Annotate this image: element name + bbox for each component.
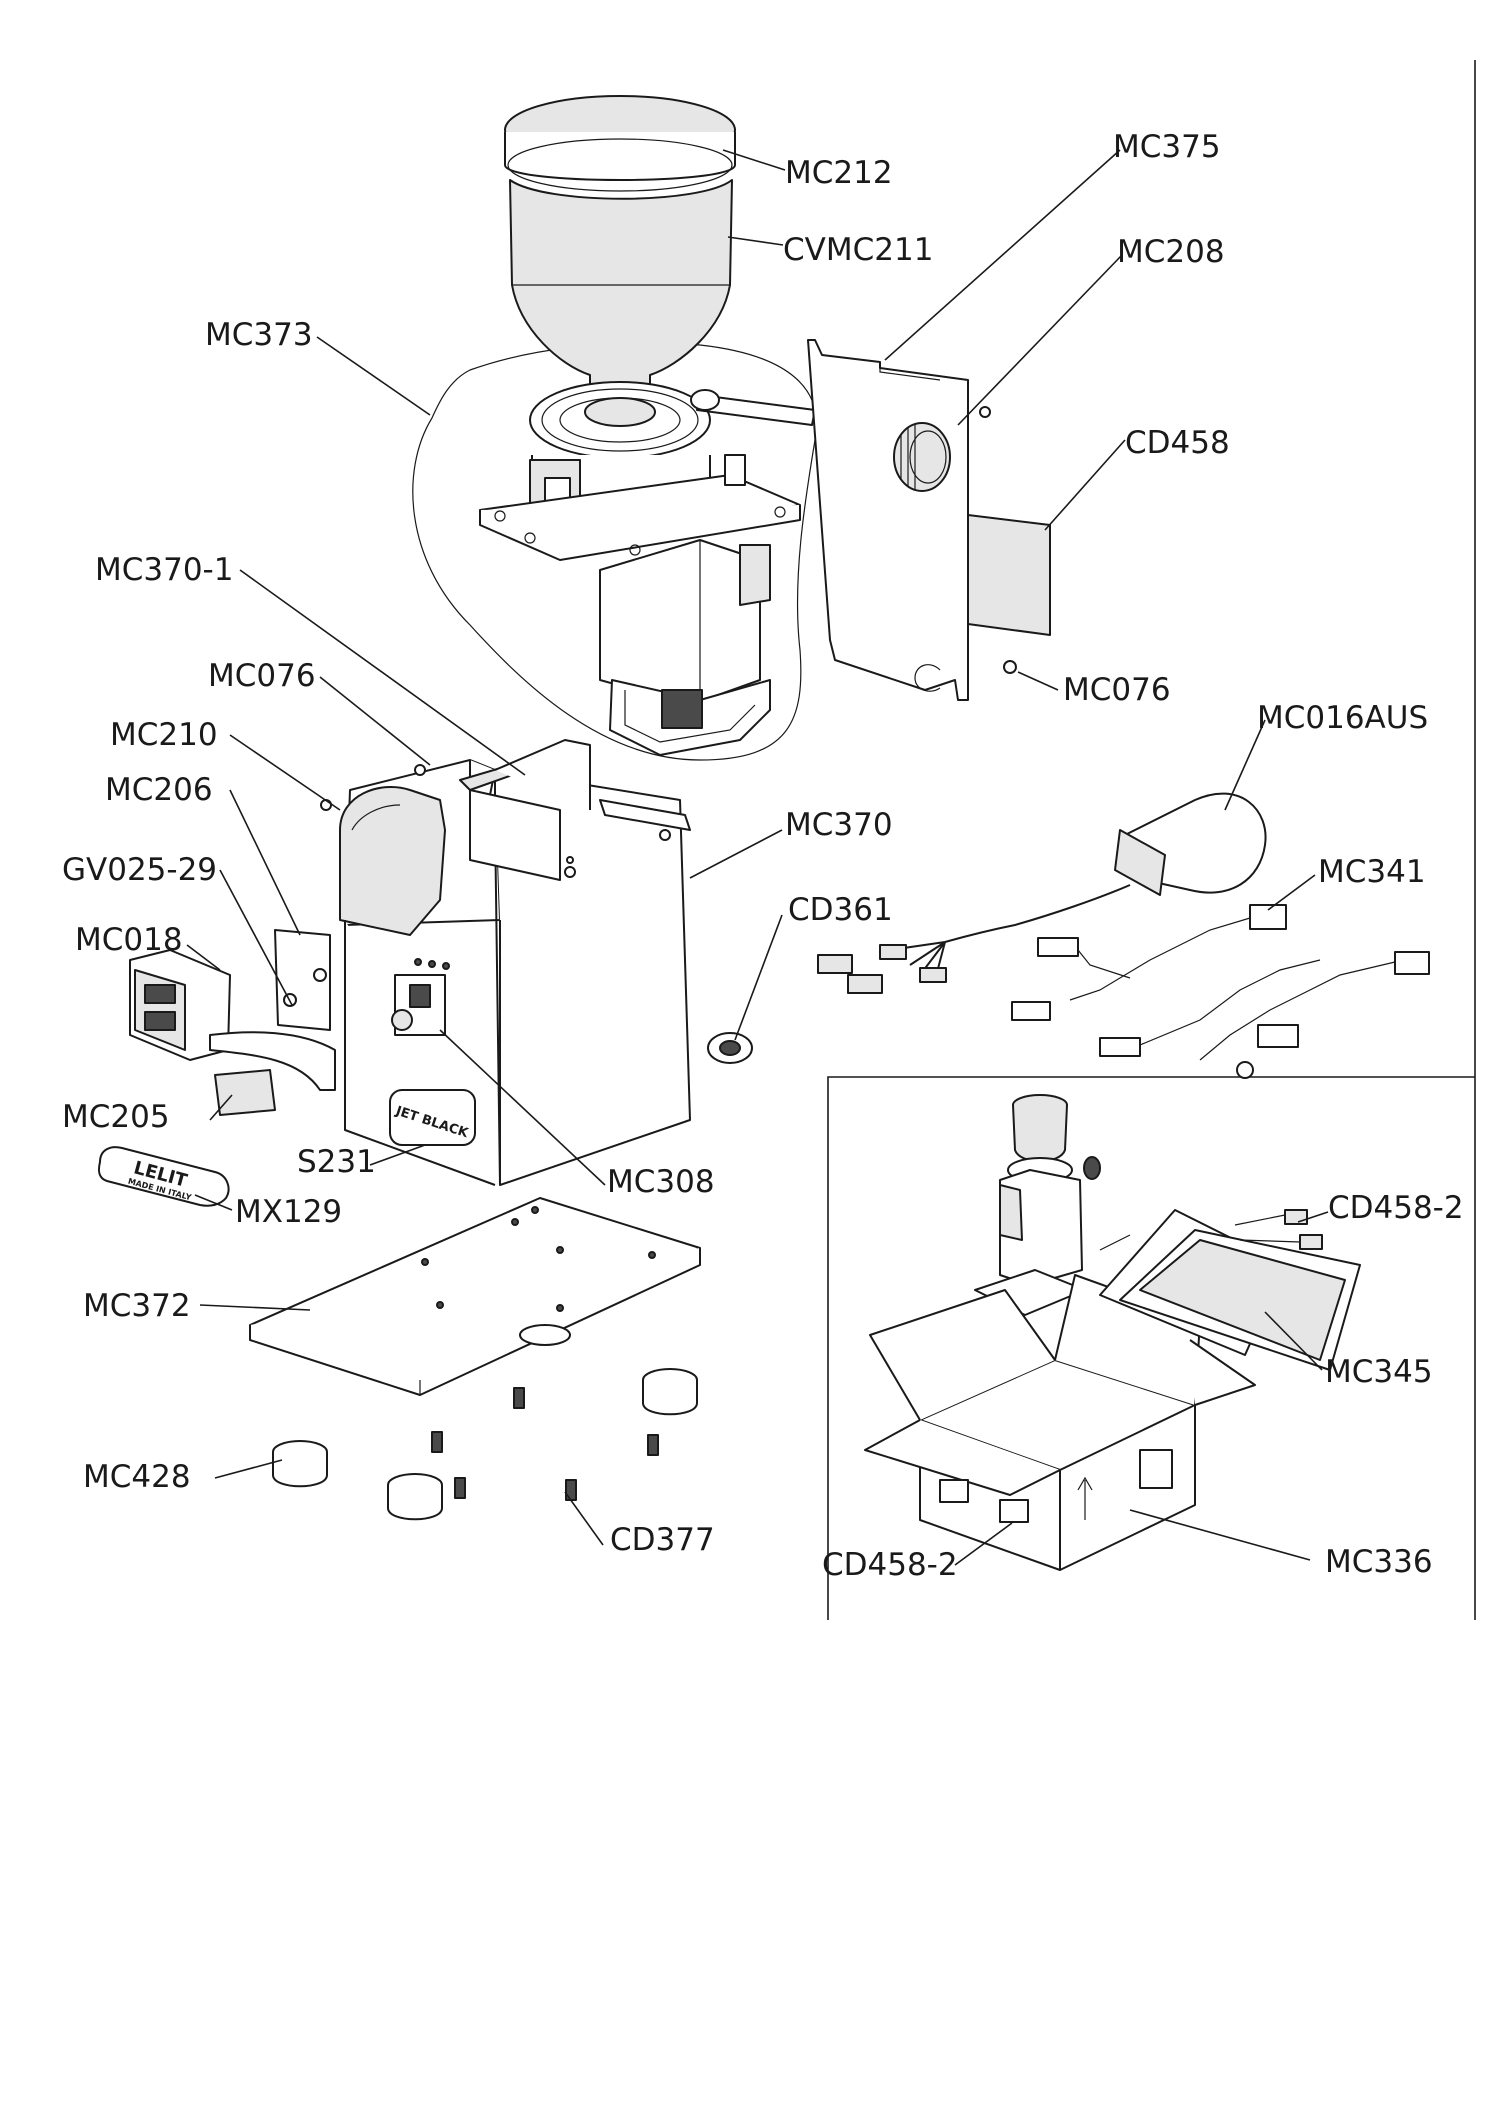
mc206-part-drawing	[209, 929, 336, 1091]
callout-mc076-top: MC076	[208, 658, 316, 694]
callout-mc076-right: MC076	[1063, 672, 1171, 708]
callout-cd377: CD377	[610, 1522, 715, 1558]
callout-mc208: MC208	[1117, 234, 1225, 270]
callout-mc016aus: MC016AUS	[1257, 700, 1428, 736]
housing-drawing	[320, 739, 691, 1186]
callout-mc370: MC370	[785, 807, 893, 843]
feet-drawing	[272, 1368, 698, 1521]
callout-mc341: MC341	[1318, 854, 1426, 890]
callout-mx129: MX129	[235, 1194, 342, 1230]
callout-mc210: MC210	[110, 717, 218, 753]
callout-mc373: MC373	[205, 317, 313, 353]
callout-mc336: MC336	[1325, 1544, 1433, 1580]
callout-mc428: MC428	[83, 1459, 191, 1495]
callout-mc375: MC375	[1113, 129, 1221, 165]
screws-drawing	[431, 1387, 659, 1501]
callout-gv025-29: GV025-29	[62, 852, 217, 888]
wiring-drawing	[707, 792, 1430, 1079]
callout-s231: S231	[297, 1144, 376, 1180]
callout-mc205: MC205	[62, 1099, 170, 1135]
mc205-part-drawing	[214, 1069, 276, 1116]
callout-mc018: MC018	[75, 922, 183, 958]
mc018-part-drawing	[129, 949, 231, 1061]
rear-panel-drawing	[807, 339, 1051, 701]
callout-mc372: MC372	[83, 1288, 191, 1324]
callout-cd458: CD458	[1125, 425, 1230, 461]
callout-mc308: MC308	[607, 1164, 715, 1200]
mx129-badge-drawing: LELIT MADE IN ITALY	[97, 1146, 230, 1207]
callout-mc370-1: MC370-1	[95, 552, 233, 588]
packaging-drawing	[864, 1094, 1361, 1571]
leader-lines	[186, 149, 1329, 1566]
callout-cd458-2-top: CD458-2	[1328, 1190, 1464, 1226]
callout-mc206: MC206	[105, 772, 213, 808]
callout-cd361: CD361	[788, 892, 893, 928]
callout-cd458-2-bottom: CD458-2	[822, 1547, 958, 1583]
callout-mc345: MC345	[1325, 1354, 1433, 1390]
base-plate-drawing	[249, 1197, 701, 1396]
grinder-assembly-drawing	[412, 95, 818, 761]
packaging-inset-frame	[827, 1076, 1475, 1620]
callout-mc212: MC212	[785, 155, 893, 191]
callout-cvmc211: CVMC211	[783, 232, 933, 268]
